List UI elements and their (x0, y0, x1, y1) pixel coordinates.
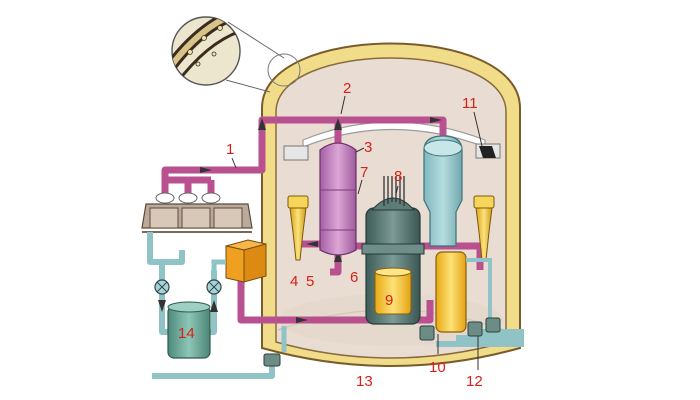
control-rod-drives (383, 176, 405, 206)
leader-2 (340, 95, 346, 115)
label-9: 9 (385, 292, 393, 309)
arrow-feed-up (210, 300, 218, 312)
arrow-top-left (258, 118, 266, 130)
arrow-top-right (430, 117, 442, 123)
flow-arrows (200, 117, 442, 323)
sg-upper-shell (423, 135, 463, 247)
valve-left-mark-b (156, 281, 168, 293)
turbine-section-2 (181, 207, 211, 229)
leader-7 (357, 179, 363, 195)
callout-line-bottom (225, 79, 271, 93)
accumulator-body (435, 251, 467, 333)
preheater-front (225, 245, 245, 283)
turbine-valve-2 (178, 192, 198, 204)
label-2: 2 (343, 80, 351, 97)
intake-pump (263, 353, 281, 367)
pump-right-motor (473, 195, 495, 209)
coolant-pump-right (473, 195, 495, 261)
label-10: 10 (429, 359, 446, 376)
pressurizer (319, 142, 357, 256)
sump-pump-1 (419, 325, 435, 341)
label-3: 3 (364, 139, 372, 156)
tank-top (167, 301, 211, 313)
label-11: 11 (462, 95, 478, 112)
feedwater-return (237, 268, 434, 324)
magnifier-callout (171, 16, 301, 93)
sg-dome (423, 139, 463, 157)
condensate-tank (167, 301, 211, 359)
leader-8 (395, 185, 399, 195)
sump-pumps (419, 317, 501, 341)
pump-left-motor (287, 195, 309, 209)
leader-1 (231, 157, 237, 169)
leader-3 (355, 147, 365, 153)
arrow-lower-left (306, 241, 318, 247)
crane-support-left (283, 145, 309, 161)
preheater-side (243, 243, 267, 283)
feed-valves (154, 279, 222, 312)
turbine-valve-3 (201, 192, 221, 204)
coolant-pump-left (287, 195, 309, 261)
label-13: 13 (356, 373, 373, 390)
valve-right-mark-b (208, 281, 220, 293)
steam-header-branches (161, 176, 215, 196)
steam-generator (423, 135, 463, 247)
crane-trolley (479, 146, 496, 158)
label-12: 12 (466, 373, 483, 390)
pump-left-body (289, 207, 307, 261)
label-4: 4 (290, 273, 298, 290)
preheater-pipe (211, 259, 226, 276)
sump-pump-3 (485, 317, 501, 333)
leader-11 (473, 111, 483, 147)
accumulator-pipe (466, 258, 492, 330)
label-14: 14 (178, 325, 195, 342)
turbine-valve-1 (155, 192, 175, 204)
turbine-generator (141, 192, 253, 233)
vessel-flange (361, 243, 425, 255)
label-5: 5 (306, 273, 314, 290)
outlet-pipes (436, 329, 524, 347)
sump-pump-2 (467, 321, 483, 337)
condenser-outlet (147, 232, 185, 265)
label-1: 1 (226, 141, 234, 158)
callout-target (267, 53, 301, 87)
reactor-vessel (361, 176, 425, 325)
cooling-water-line (152, 362, 275, 379)
arrow-riser (334, 250, 342, 262)
arrow-feed-down (158, 300, 166, 312)
label-8: 8 (394, 168, 402, 185)
arrow-main-steam (200, 167, 212, 173)
label-6: 6 (350, 269, 358, 286)
callout-line-top (227, 21, 285, 59)
arrow-feed (296, 317, 308, 323)
main-steam-line (161, 116, 447, 196)
core-top (374, 267, 412, 277)
arrow-pressurizer (334, 118, 342, 130)
cooling-intake (263, 326, 287, 367)
number-labels: 1 2 3 4 5 6 7 8 9 10 11 12 13 14 (178, 80, 483, 390)
preheater (211, 239, 267, 283)
turbine-section-3 (213, 207, 243, 229)
label-7: 7 (360, 164, 368, 181)
turbine-section-1 (149, 207, 179, 229)
label-leaders (231, 95, 483, 370)
accumulator-tank (435, 251, 492, 333)
pressurizer-vessel (319, 142, 357, 256)
